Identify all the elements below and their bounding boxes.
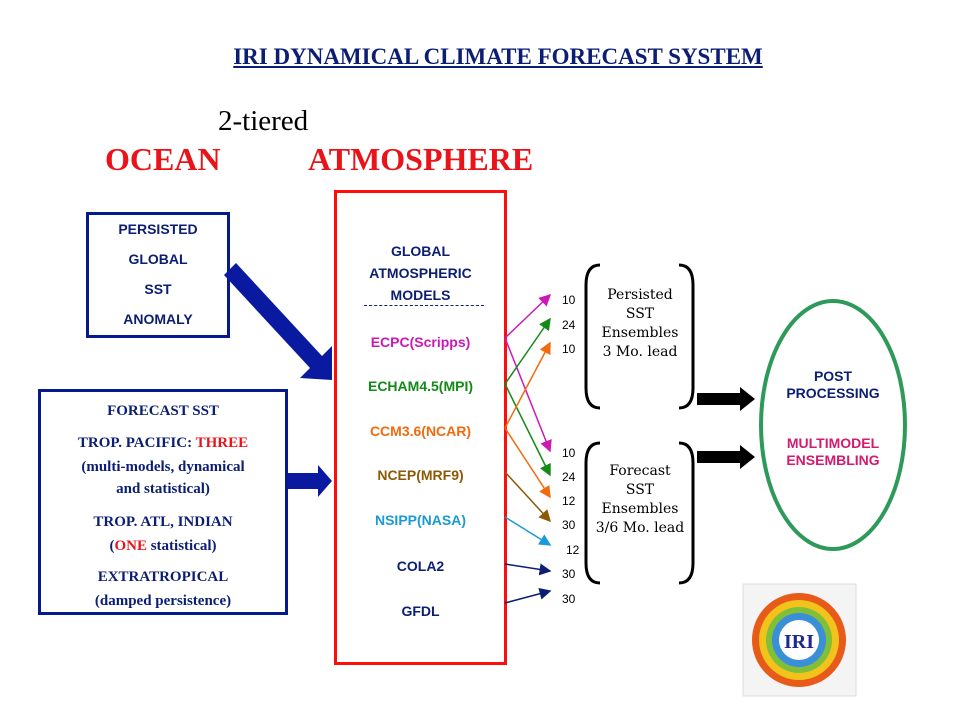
post-line: MULTIMODEL bbox=[786, 435, 880, 451]
persisted-line: PERSISTED bbox=[118, 221, 198, 237]
models-heading: GLOBAL bbox=[390, 243, 451, 259]
atl-count: ONE bbox=[114, 538, 147, 554]
forecast-to-post-arrow bbox=[697, 445, 755, 469]
persisted-to-models-arrow bbox=[224, 263, 332, 380]
model-cola: COLA2 bbox=[396, 558, 445, 574]
atl-detail: (ONE statistical) bbox=[41, 537, 285, 555]
pacific-detail: and statistical) bbox=[116, 481, 210, 497]
ecpc-to-forecast bbox=[504, 337, 552, 453]
echam-to-forecast bbox=[504, 383, 551, 477]
gfdl-to-forecast bbox=[504, 587, 552, 604]
forecast-lead-0: 10 bbox=[562, 446, 576, 460]
forecast-ensembles-label: Forecast SST Ensembles 3/6 Mo. lead bbox=[585, 462, 695, 538]
atmosphere-label: ATMOSPHERE bbox=[308, 141, 534, 177]
forecast-ens-left-bracket bbox=[584, 441, 601, 585]
model-ecpc: ECPC(Scripps) bbox=[370, 334, 471, 350]
post-processing-label: POST PROCESSING bbox=[758, 368, 908, 402]
persisted-lead-1: 24 bbox=[562, 318, 576, 332]
model-ccm: CCM3.6(NCAR) bbox=[369, 423, 472, 439]
extratropical-detail: (damped persistence) bbox=[94, 593, 232, 609]
ocean-label: OCEAN bbox=[105, 141, 221, 177]
persisted-ens-left-bracket bbox=[584, 263, 601, 410]
model-echam: ECHAM4.5(MPI) bbox=[367, 378, 473, 394]
nsipp-to-forecast bbox=[504, 516, 552, 546]
diagram-title: IRI DYNAMICAL CLIMATE FORECAST SYSTEM bbox=[233, 44, 763, 69]
forecast-lead-6: 30 bbox=[562, 592, 576, 606]
model-nsipp: NSIPP(NASA) bbox=[374, 512, 466, 528]
post-line: PROCESSING bbox=[786, 385, 880, 401]
trop-atl-indian: TROP. ATL, INDIAN bbox=[93, 514, 233, 530]
post-processing-ellipse bbox=[759, 299, 907, 551]
heading-divider bbox=[364, 305, 484, 306]
ccm-to-persisted bbox=[504, 341, 551, 429]
echam-to-persisted bbox=[504, 317, 551, 385]
persisted-lead-0: 10 bbox=[562, 293, 576, 307]
pacific-detail: (multi-models, dynamical bbox=[81, 459, 245, 475]
extratropical-label: EXTRATROPICAL bbox=[97, 569, 229, 585]
forecast-to-models-arrow bbox=[288, 465, 332, 497]
trop-pacific-line: TROP. PACIFIC: THREE bbox=[41, 434, 285, 452]
forecast-lead-2: 12 bbox=[562, 494, 576, 508]
persisted-line: ANOMALY bbox=[123, 311, 193, 327]
ecpc-to-persisted bbox=[504, 293, 552, 339]
forecast-lead-1: 24 bbox=[562, 470, 576, 484]
tiered-label: 2-tiered bbox=[218, 105, 309, 137]
ens-line: 3 Mo. lead bbox=[602, 344, 678, 360]
forecast-ens-right-bracket bbox=[678, 441, 695, 585]
ccm-to-forecast bbox=[504, 427, 551, 499]
ens-line: Ensembles bbox=[601, 501, 679, 517]
persisted-line: GLOBAL bbox=[128, 251, 188, 267]
forecast-lead-4: 12 bbox=[566, 543, 580, 557]
post-line: ENSEMBLING bbox=[786, 452, 880, 468]
ens-line: Ensembles bbox=[601, 325, 679, 341]
trop-pacific-label: TROP. PACIFIC: bbox=[77, 435, 196, 451]
multimodel-ensembling-label: MULTIMODEL ENSEMBLING bbox=[758, 435, 908, 469]
cola-to-forecast bbox=[504, 563, 552, 576]
atl-open: ( bbox=[109, 538, 115, 554]
ens-line: Forecast bbox=[609, 463, 671, 479]
ens-line: SST bbox=[625, 306, 655, 322]
models-heading: MODELS bbox=[390, 287, 451, 303]
atl-close: statistical) bbox=[146, 538, 217, 554]
forecast-sst-box: FORECAST SST TROP. PACIFIC: THREE (multi… bbox=[38, 389, 288, 615]
persisted-ensembles-label: Persisted SST Ensembles 3 Mo. lead bbox=[585, 286, 695, 362]
model-gfdl: GFDL bbox=[401, 603, 440, 619]
ncep-to-forecast bbox=[504, 471, 552, 523]
persisted-lead-2: 10 bbox=[562, 342, 576, 356]
persisted-to-post-arrow bbox=[697, 387, 755, 411]
iri-logo-text: IRI bbox=[784, 631, 814, 653]
model-ncep: NCEP(MRF9) bbox=[377, 467, 464, 483]
forecast-lead-3: 30 bbox=[562, 518, 576, 532]
ens-line: SST bbox=[625, 482, 655, 498]
ens-line: Persisted bbox=[607, 287, 673, 303]
pacific-count: THREE bbox=[195, 435, 249, 451]
persisted-ens-right-bracket bbox=[678, 263, 695, 410]
forecast-lead-5: 30 bbox=[562, 567, 576, 581]
persisted-line: SST bbox=[144, 281, 172, 297]
models-heading: ATMOSPHERIC bbox=[369, 265, 472, 281]
ens-line: 3/6 Mo. lead bbox=[595, 520, 685, 536]
post-line: POST bbox=[813, 368, 853, 384]
forecast-heading: FORECAST SST bbox=[107, 403, 219, 419]
iri-logo: IRI bbox=[742, 583, 857, 697]
